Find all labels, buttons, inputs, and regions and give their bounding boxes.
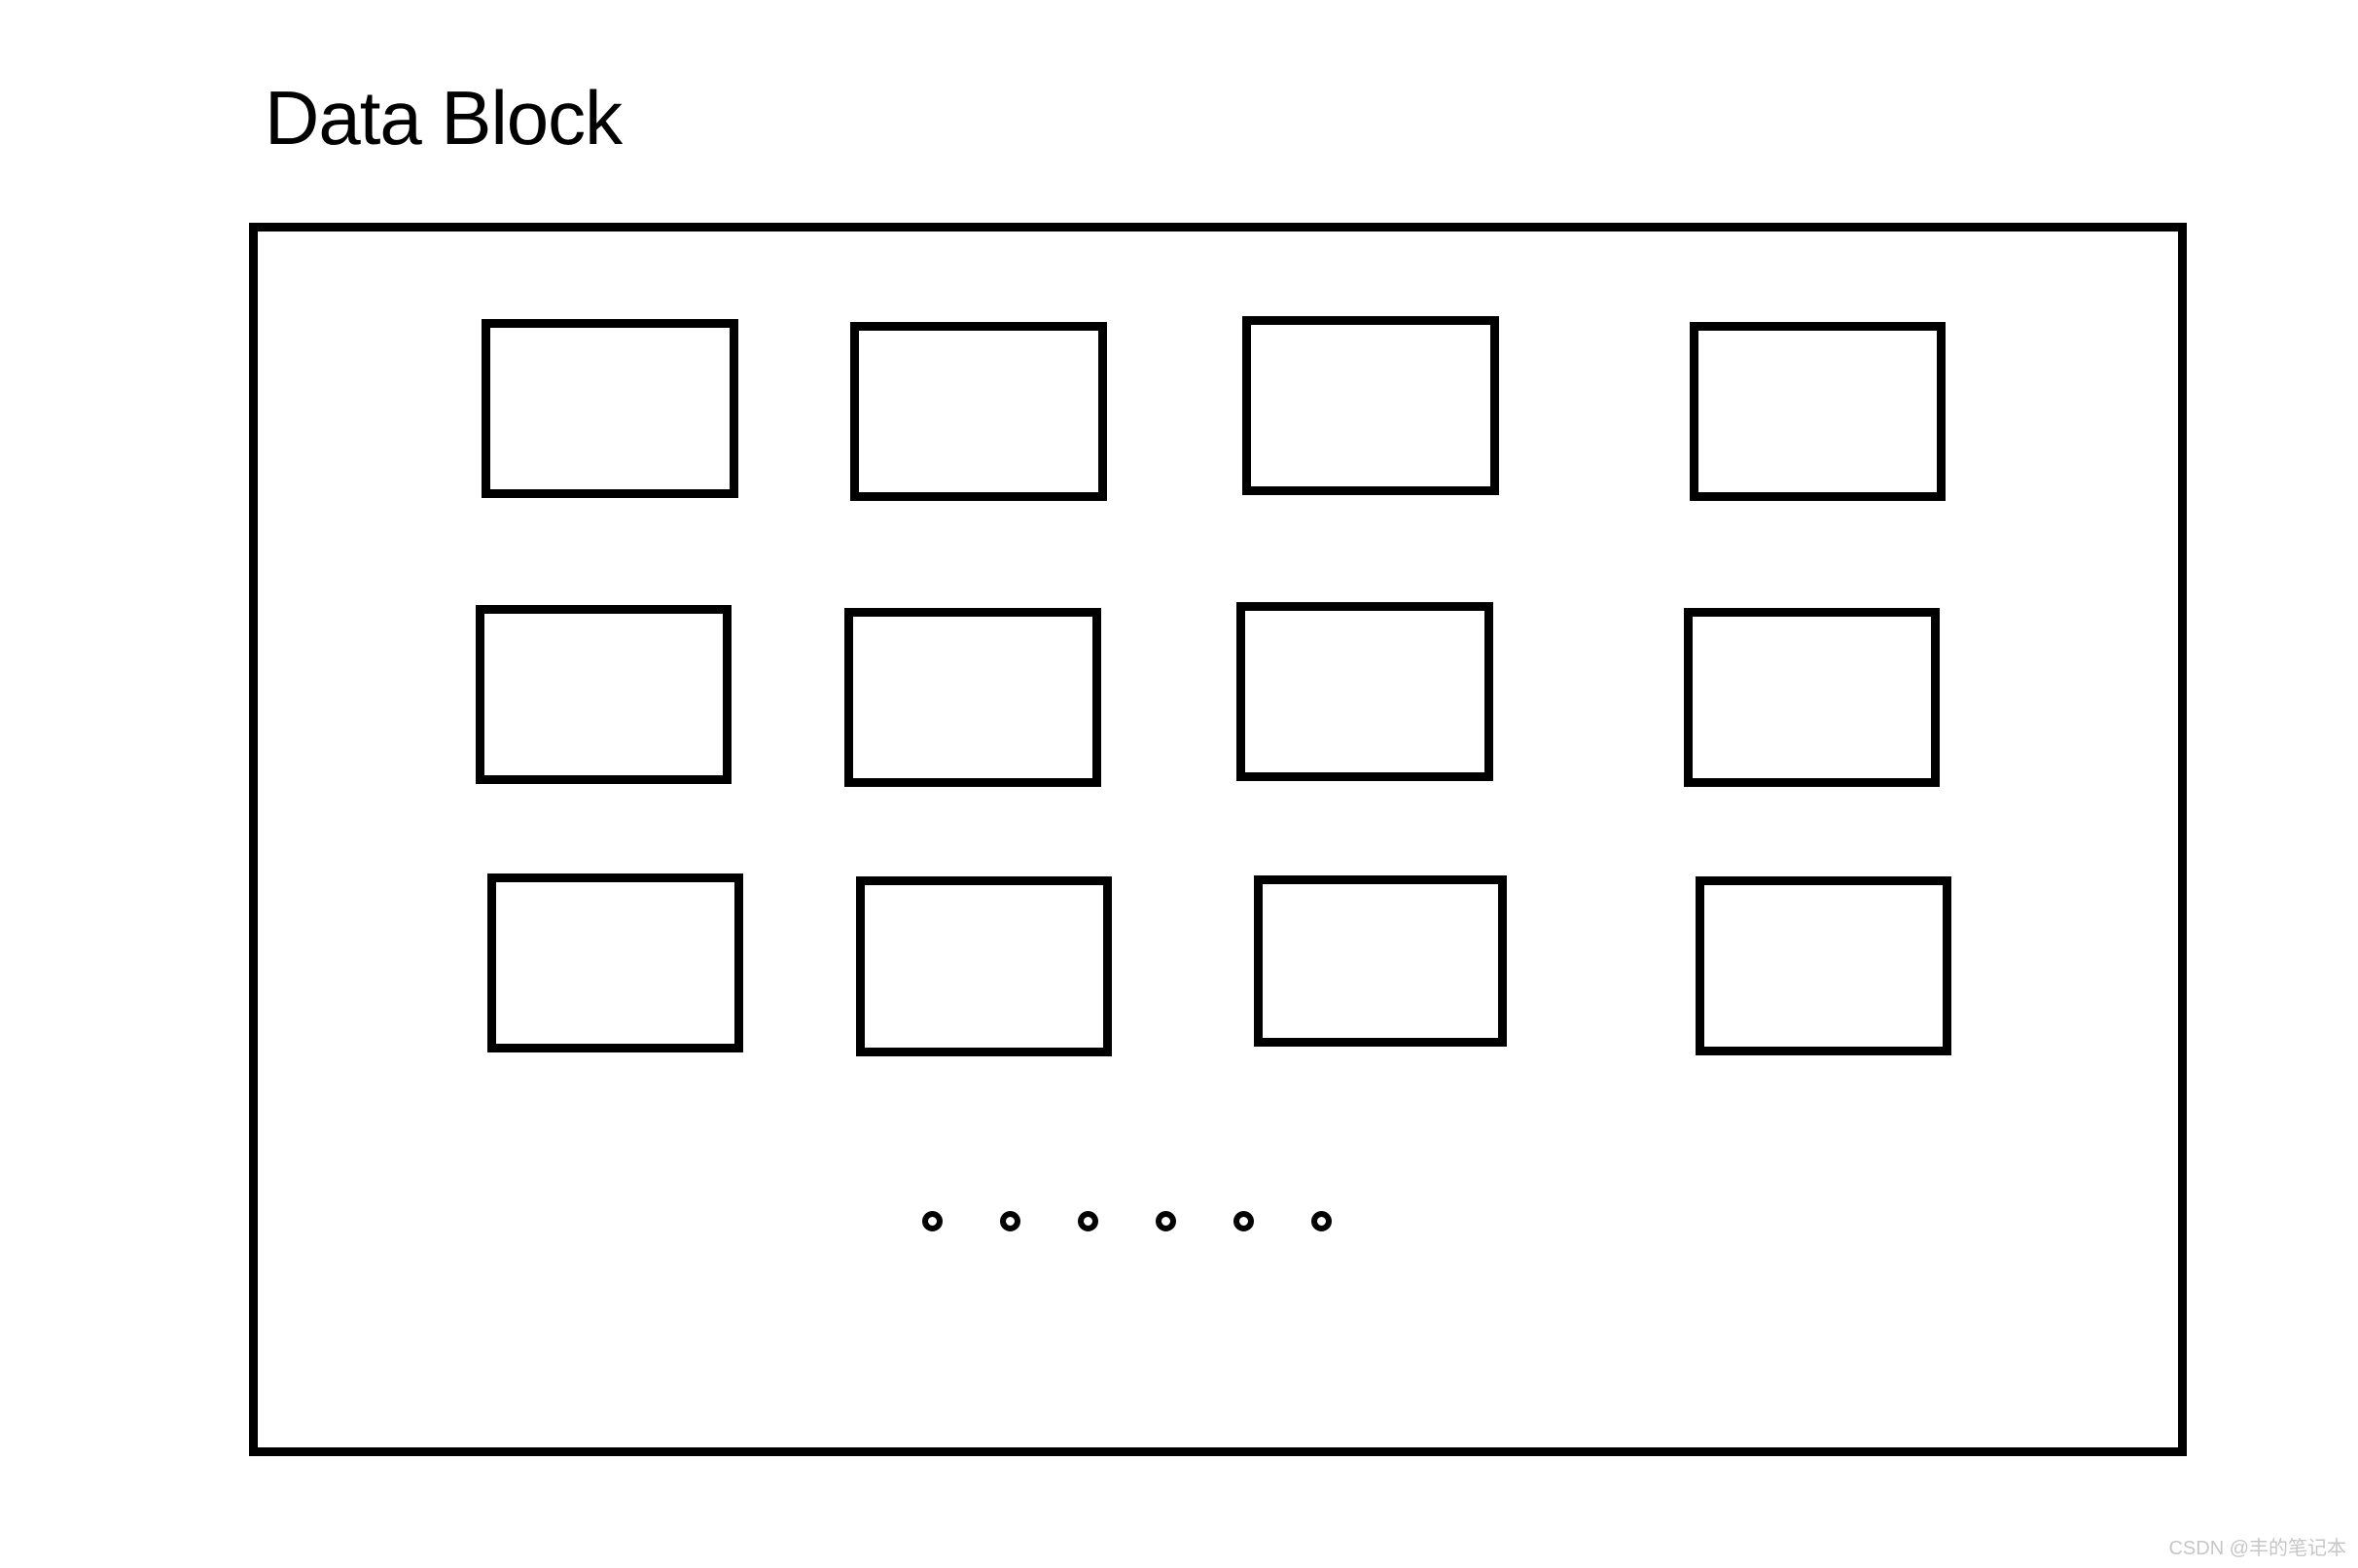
data-block-rect-r3c4: [1696, 876, 1951, 1055]
data-block-rect-r2c4: [1684, 608, 1940, 787]
data-block-rect-r3c3: [1254, 875, 1507, 1047]
data-block-rect-r2c1: [476, 605, 732, 784]
data-block-rect-r2c2: [844, 608, 1101, 787]
diagram-title: Data Block: [265, 75, 623, 160]
data-block-rect-r3c2: [856, 876, 1112, 1056]
data-block-rect-r1c1: [482, 319, 738, 498]
ellipsis-dot: [999, 1210, 1020, 1231]
watermark: CSDN @丰的笔记本: [2168, 1538, 2346, 1559]
data-block-rect-r2c3: [1236, 602, 1493, 781]
ellipsis-dot: [1310, 1210, 1332, 1231]
ellipsis-dot: [1233, 1210, 1254, 1231]
ellipsis-dot: [921, 1210, 943, 1231]
data-block-rect-r1c4: [1690, 322, 1946, 501]
data-block-rect-r1c2: [850, 322, 1107, 501]
ellipsis-dot: [1077, 1210, 1098, 1231]
data-block-rect-r3c1: [487, 873, 743, 1052]
ellipsis-dot: [1155, 1210, 1176, 1231]
data-block-rect-r1c3: [1242, 316, 1499, 495]
